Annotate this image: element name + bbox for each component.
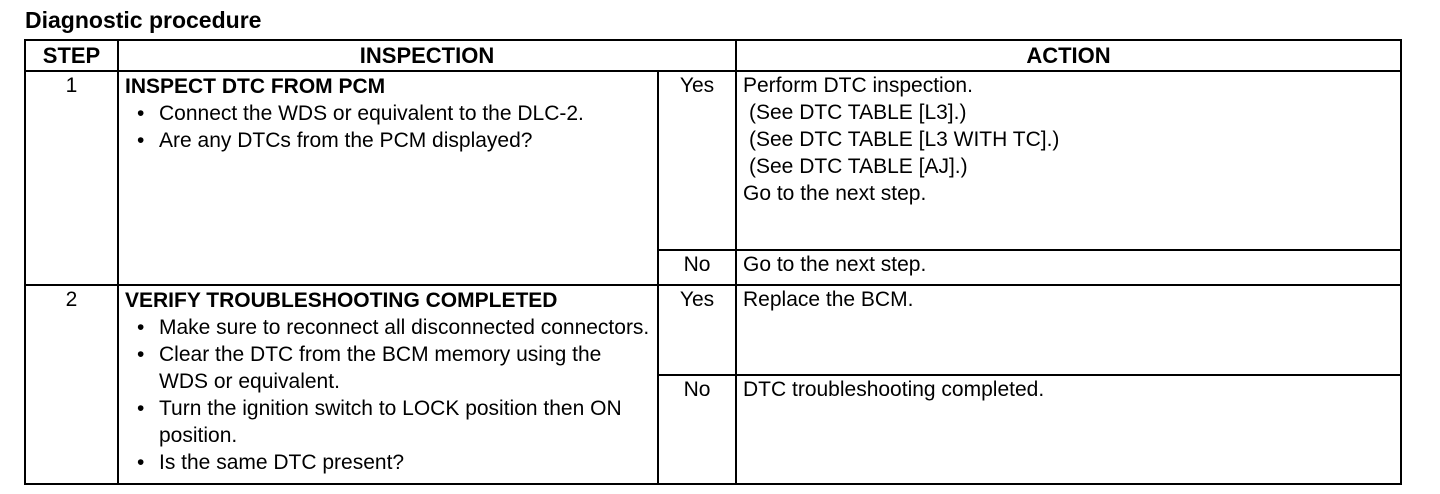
step-row-no: No Go to the next step. [25, 249, 1402, 286]
step-row: 2 VERIFY TROUBLESHOOTING COMPLETED Make … [24, 284, 1402, 485]
action-line: Go to the next step. [743, 253, 927, 276]
inspection-title: VERIFY TROUBLESHOOTING COMPLETED [125, 289, 558, 312]
action-line: (See DTC TABLE [AJ].) [749, 155, 968, 178]
header-inspection: INSPECTION [117, 39, 737, 72]
action-line: DTC troubleshooting completed. [743, 378, 1045, 401]
yes-label: Yes [657, 70, 737, 251]
no-label: No [657, 374, 737, 485]
step-row-no: No DTC troubleshooting completed. [25, 374, 1402, 485]
inspection-title: INSPECT DTC FROM PCM [125, 75, 386, 98]
header-step: STEP [24, 39, 119, 72]
action-line: Perform DTC inspection. [743, 74, 973, 97]
diagnostic-table: STEP INSPECTION ACTION 1 INSPECT DTC FRO… [24, 39, 1402, 485]
inspection-item: Connect the WDS or equivalent to the DLC… [137, 100, 651, 127]
inspection-list: Make sure to reconnect all disconnected … [125, 314, 651, 476]
inspection-cell: VERIFY TROUBLESHOOTING COMPLETED Make su… [117, 284, 659, 485]
inspection-item: Is the same DTC present? [137, 449, 651, 476]
yes-label: Yes [657, 284, 737, 376]
header-action: ACTION [735, 39, 1402, 72]
yes-action-cell: Replace the BCM. [735, 284, 1402, 376]
action-line: (See DTC TABLE [L3 WITH TC].) [749, 128, 1060, 151]
inspection-list: Connect the WDS or equivalent to the DLC… [125, 100, 651, 154]
action-line: (See DTC TABLE [L3].) [749, 101, 967, 124]
inspection-item: Are any DTCs from the PCM displayed? [137, 127, 651, 154]
inspection-item: Turn the ignition switch to LOCK positio… [137, 395, 651, 449]
step-number: 1 [24, 70, 119, 286]
inspection-item: Make sure to reconnect all disconnected … [137, 314, 651, 341]
action-line: Replace the BCM. [743, 288, 914, 311]
action-line: Go to the next step. [743, 182, 927, 205]
inspection-cell: INSPECT DTC FROM PCM Connect the WDS or … [117, 70, 659, 286]
header-row: STEP INSPECTION ACTION [24, 39, 1402, 72]
step-number: 2 [24, 284, 119, 485]
page-title: Diagnostic procedure [25, 7, 262, 33]
step-row: 1 INSPECT DTC FROM PCM Connect the WDS o… [24, 70, 1402, 286]
inspection-item: Clear the DTC from the BCM memory using … [137, 341, 651, 395]
no-label: No [657, 249, 737, 286]
yes-action-cell: Perform DTC inspection. (See DTC TABLE [… [735, 70, 1402, 251]
no-action-cell: DTC troubleshooting completed. [735, 374, 1402, 485]
no-action-cell: Go to the next step. [735, 249, 1402, 286]
